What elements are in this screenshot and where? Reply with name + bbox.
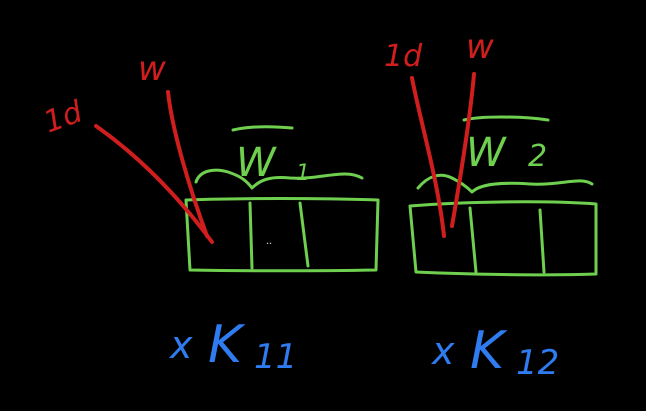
left-window-overline [231, 125, 294, 132]
right-block-divider-2 [538, 208, 546, 274]
left-arrow-w-label: w [138, 49, 166, 89]
right-arrow-w [450, 72, 476, 228]
left-caption-subscript: 11 [254, 337, 297, 377]
right-arrow-w-label: w [466, 27, 494, 67]
left-group: .. W 1 1d w x K 11 [39, 49, 380, 377]
right-arrow-1d [410, 76, 446, 238]
left-window-subscript: 1 [296, 161, 310, 186]
right-caption-subscript: 12 [516, 343, 559, 383]
left-cell-dots: .. [266, 233, 272, 247]
right-block-outline [408, 200, 598, 277]
left-window-label: W [236, 140, 277, 186]
left-block-outline [184, 197, 380, 273]
right-caption-symbol: K [470, 321, 508, 381]
left-window-brace [194, 168, 364, 190]
right-arrow-1d-label: 1d [384, 39, 423, 74]
right-block-divider-1 [468, 206, 478, 274]
left-arrow-1d [94, 124, 214, 244]
right-caption: x K 12 [431, 321, 559, 383]
right-window-label: W [466, 130, 507, 176]
left-block-divider-2 [298, 201, 310, 268]
left-block-divider-1 [248, 201, 254, 270]
right-window-brace [416, 173, 594, 194]
right-caption-prefix: x [431, 329, 455, 373]
left-caption-prefix: x [169, 323, 193, 367]
left-arrow-1d-label: 1d [39, 94, 88, 140]
right-window-overline [462, 115, 550, 122]
left-caption-symbol: K [208, 315, 246, 375]
right-group: W 2 1d w x K 12 [384, 27, 598, 383]
left-caption: x K 11 [169, 315, 297, 377]
left-arrow-w [166, 90, 209, 238]
right-window-subscript: 2 [528, 139, 547, 174]
